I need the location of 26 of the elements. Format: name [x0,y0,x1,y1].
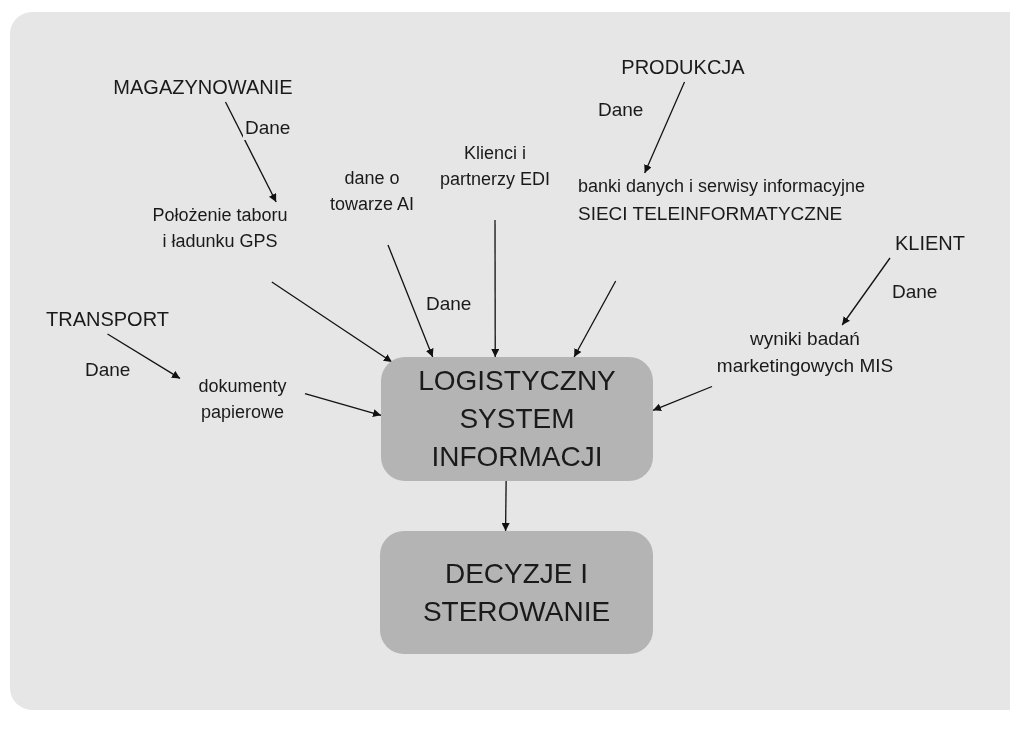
arrow [304,392,382,417]
process-box [381,357,653,481]
node-label: TRANSPORT [46,307,169,332]
node-label: dokumenty papierowe [197,375,288,424]
box-label: DECYZJE I STEROWANIE [421,556,612,629]
box-label: LOGISTYCZNY SYSTEM INFORMACJI [417,364,617,474]
arrow [491,219,500,358]
node-label: wyniki badań marketingowych MIS [715,327,895,378]
arrow [644,81,686,174]
node-label: SIECI TELEINFORMATYCZNE [578,202,843,226]
process-box [380,531,653,654]
arrow [652,385,713,412]
node-label: MAGAZYNOWANIE [113,75,293,100]
arrow [501,480,510,532]
node-label: Położenie taboru i ładunku GPS [151,204,289,253]
node-label: banki danych i serwisy informacyjne [578,175,866,198]
node-label: dane o towarze AI [328,167,415,216]
node-label: PRODUKCJA [621,55,745,80]
arrow [573,280,617,358]
arrow [271,281,393,363]
arrow [387,244,434,358]
arrow [841,257,891,326]
arrow [106,333,181,380]
node-label: Klienci i partnerzy EDI [438,142,551,191]
node-label: KLIENT [895,231,965,256]
arrow [224,101,277,203]
